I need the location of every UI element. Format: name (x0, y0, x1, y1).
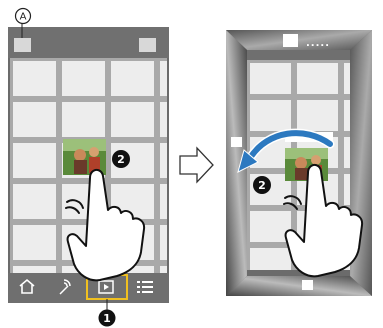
top-indicator (283, 34, 298, 47)
transition-arrow (180, 148, 213, 182)
left-side-indicator (231, 137, 242, 147)
right-top-strip (247, 50, 350, 60)
menu-list-icon[interactable] (137, 281, 153, 293)
top-left-button[interactable] (14, 38, 31, 52)
bottom-indicator (302, 280, 313, 290)
step1-label: 1 (103, 312, 111, 325)
top-right-button[interactable] (139, 38, 156, 52)
callout-a-label: A (20, 12, 27, 23)
page-dots: ..... (306, 38, 330, 49)
step2-left-label: 2 (117, 153, 125, 166)
step2-right-label: 2 (258, 179, 266, 192)
